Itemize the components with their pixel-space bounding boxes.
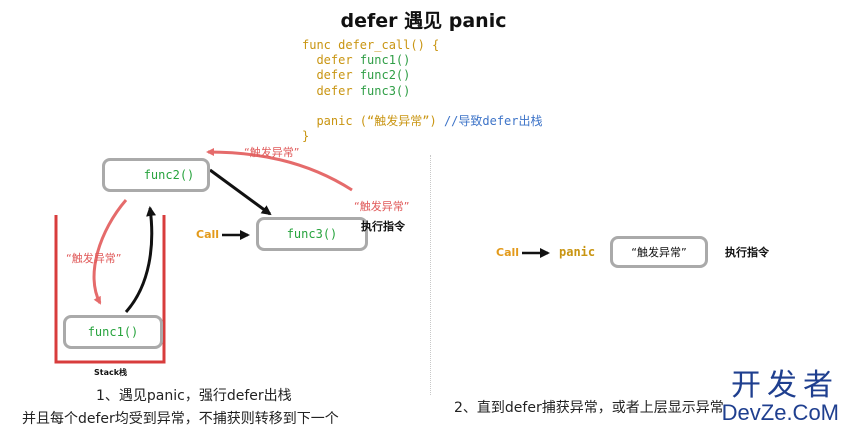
code-comment: //导致defer出栈 (443, 114, 543, 129)
watermark: 开发者 DevZe.CoM (722, 370, 839, 424)
black-arrow-to-func2 (124, 206, 157, 313)
red-arrow-to-func1 (92, 199, 128, 305)
diagram-title: defer 遇见 panic (340, 10, 507, 32)
call-label-right: Call (496, 246, 520, 259)
caption-3: 2、直到defer捕获异常，或者上层显示异常 (454, 400, 724, 416)
func1-box-label: func1() (87, 325, 139, 339)
caption-2: 并且每个defer均受到异常，不捕获则转移到下一个 (22, 411, 339, 427)
panic-box: “触发异常” (610, 236, 708, 268)
code-close-brace: } (302, 129, 310, 144)
exec-label-left: 执行指令 (361, 220, 405, 233)
code-line-1: func defer_call() { (302, 38, 440, 52)
defer-kw-3: defer (316, 83, 353, 98)
func2-box-label: func2() (143, 168, 195, 182)
call-label-left: Call (196, 228, 220, 241)
code-func3: func3() (359, 83, 411, 98)
panic-keyword: panic (559, 245, 596, 259)
code-block: func defer_call() { defer func1() defer … (302, 38, 543, 144)
code-func1: func1() (359, 53, 411, 68)
stack-label: Stack栈 (94, 368, 128, 377)
panic-label-right: “触发异常” (354, 200, 410, 213)
code-func2: func2() (359, 68, 411, 83)
caption-1: 1、遇见panic，强行defer出栈 (96, 388, 292, 404)
watermark-cn: 开发者 (731, 368, 839, 403)
defer-kw-2: defer (316, 68, 353, 83)
defer-kw-1: defer (316, 53, 353, 68)
panic-label-top: “触发异常” (244, 146, 300, 159)
func3-box: func3() (256, 217, 368, 251)
func1-box: func1() (63, 315, 163, 349)
divider (430, 155, 431, 395)
red-arrow-to-func2 (206, 148, 353, 192)
black-arrow-to-func3 (209, 168, 272, 216)
func3-box-label: func3() (286, 227, 338, 241)
stack-container (54, 215, 166, 364)
exec-label-right: 执行指令 (725, 246, 769, 259)
code-panic-call: panic (“触发异常”) (316, 114, 437, 129)
panic-label-left: “触发异常” (66, 252, 122, 265)
func2-box: func2() (102, 158, 210, 192)
watermark-en: DevZe.CoM (721, 400, 839, 425)
panic-box-label: “触发异常” (631, 246, 687, 259)
